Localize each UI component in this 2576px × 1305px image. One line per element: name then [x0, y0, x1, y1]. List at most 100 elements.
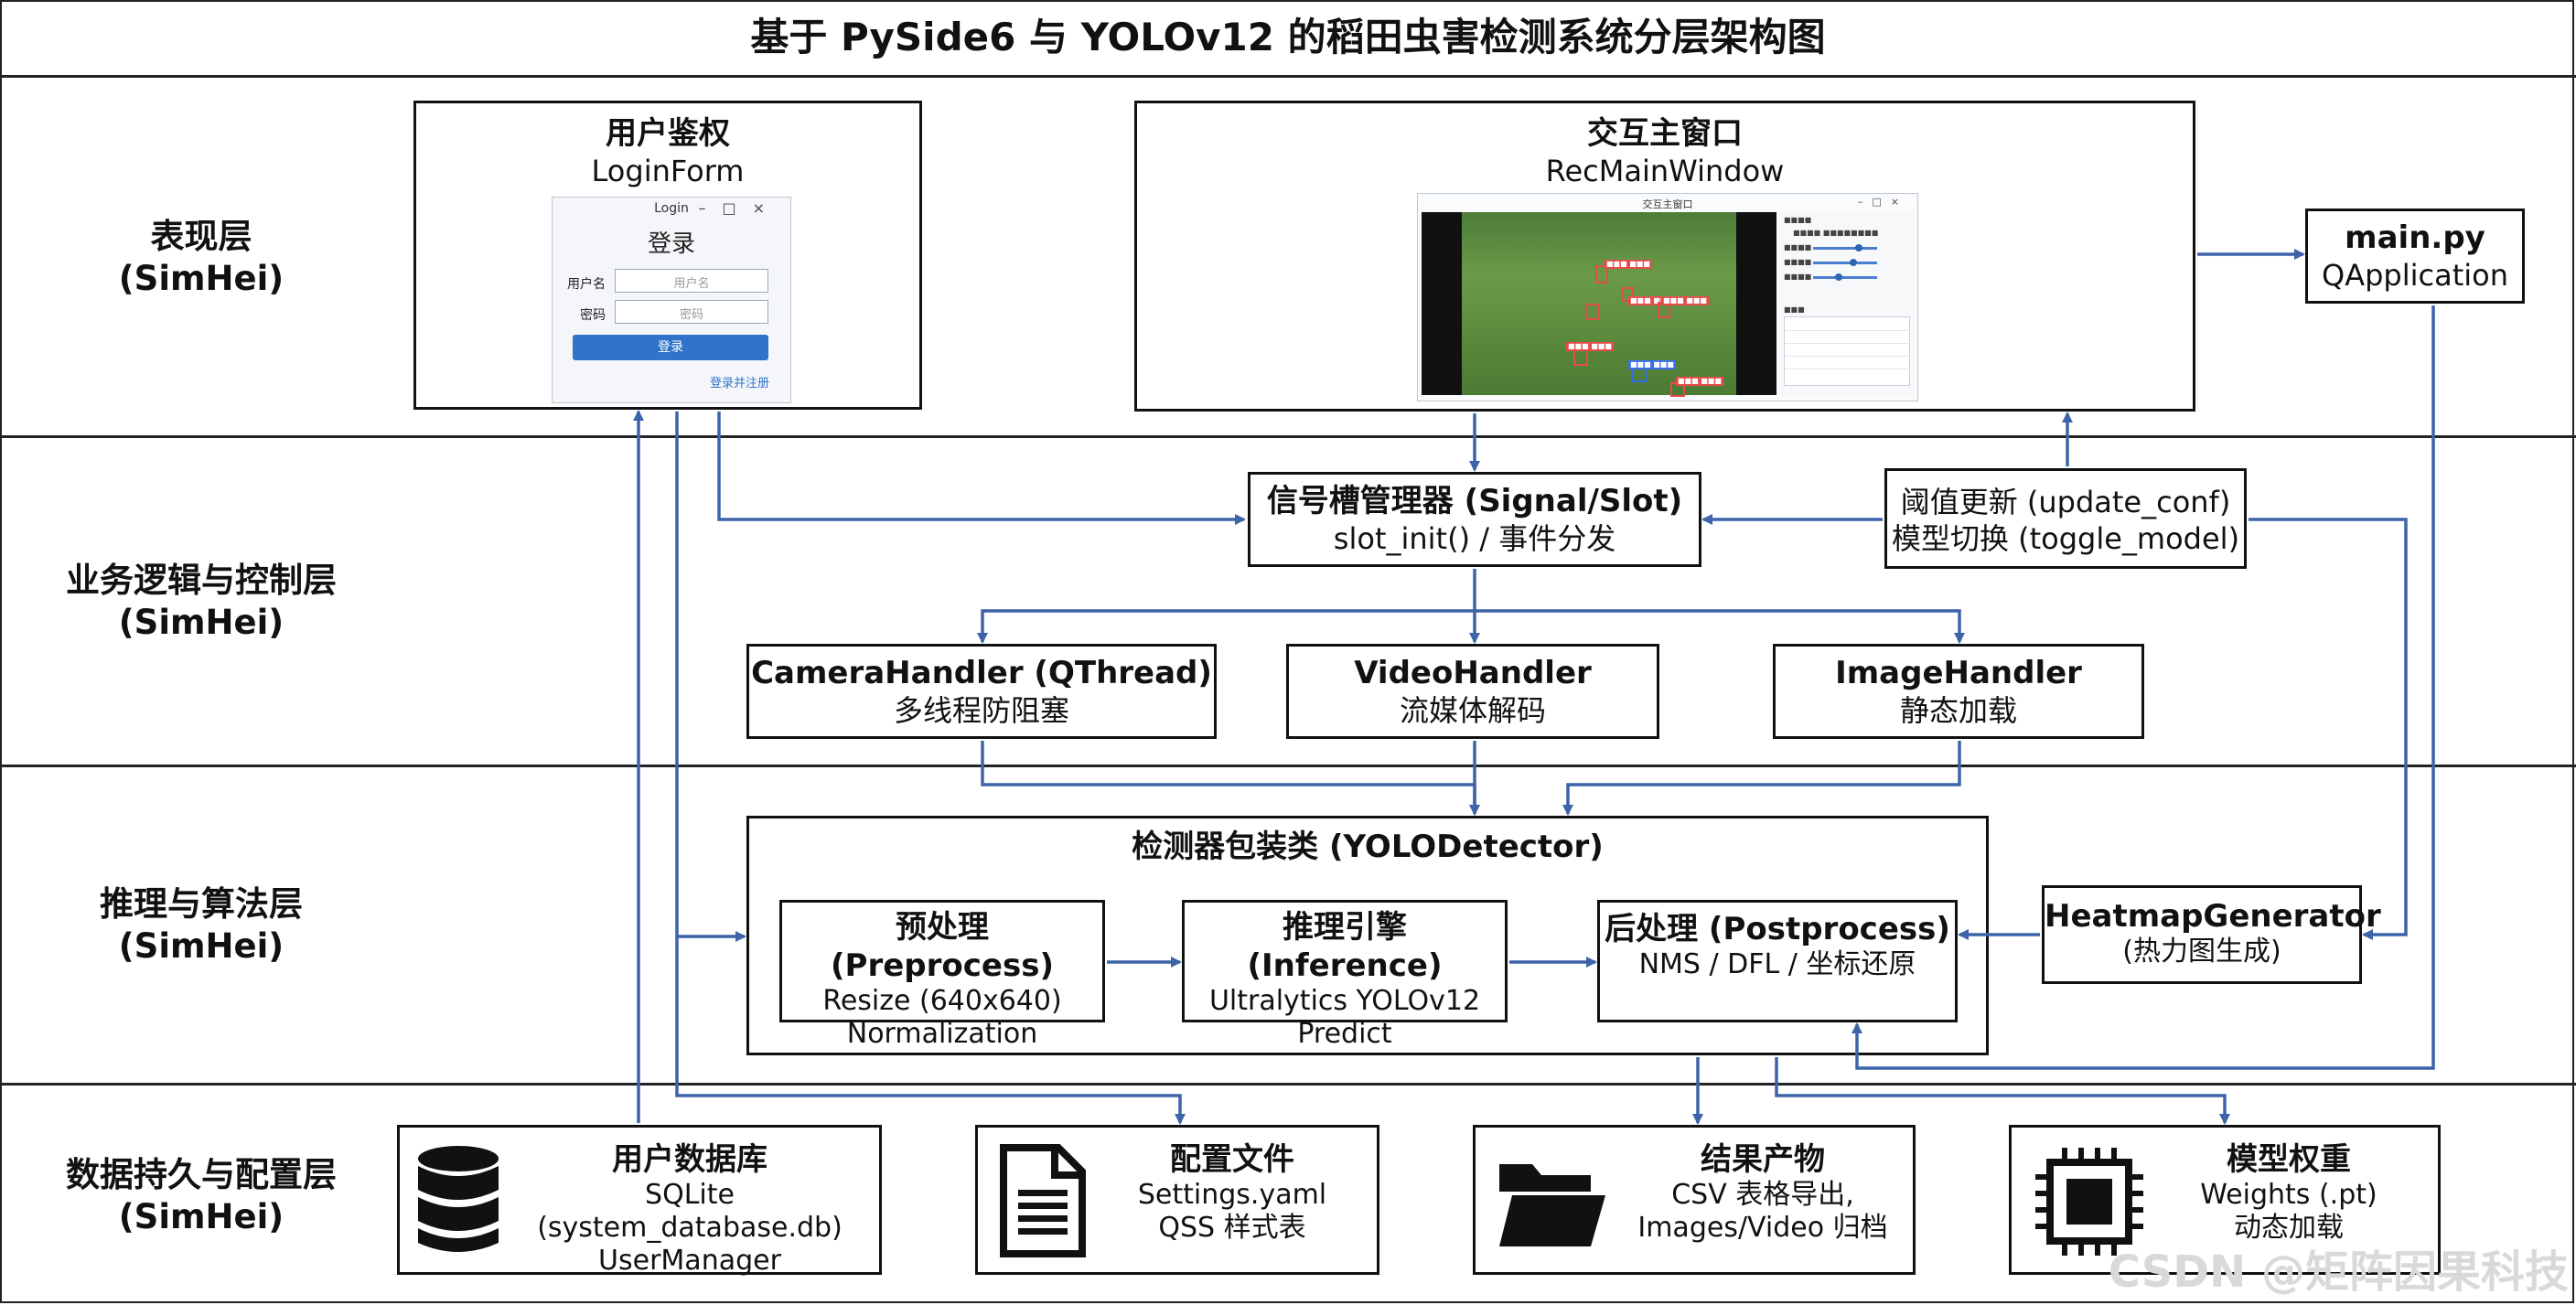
panel-results-label: ■■■: [1784, 305, 1805, 314]
detection-box: [1621, 287, 1634, 302]
layer-font: (SimHei): [118, 603, 284, 642]
diagram-title: 基于 PySide6 与 YOLOv12 的稻田虫害检测系统分层架构图: [750, 15, 1826, 59]
detection-box: [1586, 304, 1599, 320]
signal-slot-box: 信号槽管理器 (Signal/Slot) slot_init() / 事件分发: [1248, 472, 1701, 567]
preprocess-box: 预处理 (Preprocess) Resize (640x640) Normal…: [779, 900, 1105, 1050]
username-input[interactable]: 用户名: [615, 269, 768, 293]
detection-label: ■■■ ■■■: [1676, 377, 1723, 386]
layer-divider: [0, 75, 2576, 78]
main-window-box: 交互主窗口 RecMainWindow 交互主窗口 –□× ■■■ ■■■ ■■…: [1134, 101, 2195, 412]
layer-divider: [0, 435, 2576, 438]
window-controls: –□×: [698, 199, 781, 217]
slider-knob[interactable]: [1850, 259, 1857, 266]
results-archive: Images/Video 归档: [1637, 1212, 1888, 1244]
arrow-image-to-detector: [1562, 741, 1961, 816]
table-row: [1785, 330, 1909, 331]
signal-slot-subtitle: slot_init() / 事件分发: [1333, 521, 1616, 556]
postprocess-box: 后处理 (Postprocess) NMS / DFL / 坐标还原: [1597, 900, 1958, 1022]
image-handler-subtitle: 静态加载: [1899, 693, 2017, 728]
layer-name: 业务逻辑与控制层: [66, 561, 337, 600]
panel-step-label: ■■■■: [1784, 273, 1812, 281]
main-window-subtitle: RecMainWindow: [1545, 154, 1785, 188]
control-panel: ■■■■ ■■■■ ■■■■■■■■ ■■■■ ■■■■ ■■■■ ■■■: [1780, 212, 1916, 395]
watermark: CSDN @矩阵因果科技: [2108, 1246, 2569, 1298]
login-window: Login –□× 登录 用户名 用户名 密码 密码 登录 登录并注册: [552, 197, 791, 403]
config-settings: Settings.yaml: [1137, 1179, 1327, 1211]
table-row: [1785, 356, 1909, 357]
auth-box: 用户鉴权 LoginForm Login –□× 登录 用户名 用户名 密码 密…: [413, 101, 922, 410]
config-title: 配置文件: [1170, 1141, 1294, 1178]
arrow-signal-to-image: [1475, 609, 1965, 644]
arrow-to-config: [675, 936, 1186, 1125]
step-slider[interactable]: [1813, 276, 1877, 279]
auth-title: 用户鉴权: [606, 115, 730, 152]
arrow-login-to-detector: [675, 412, 746, 942]
layer-font: (SimHei): [118, 926, 284, 966]
config-qss: QSS 样式表: [1158, 1212, 1306, 1244]
username-label: 用户名: [567, 277, 606, 292]
preprocess-resize: Resize (640x640): [822, 985, 1062, 1017]
user-db-box: 用户数据库 SQLite (system_database.db) UserMa…: [397, 1125, 882, 1277]
detection-label: ■■■ ■■: [1628, 296, 1669, 305]
inference-title: 推理引擎 (Inference): [1247, 909, 1443, 984]
detection-label: ■■■ ■■■: [1566, 342, 1614, 351]
main-window-screenshot: 交互主窗口 –□× ■■■ ■■■ ■■■ ■■ ■■■ ■■■ ■■■ ■■■…: [1417, 193, 1918, 401]
conf-slider[interactable]: [1813, 247, 1877, 250]
detection-label: ■■■ ■■■: [1661, 296, 1709, 305]
results-box: 结果产物 CSV 表格导出, Images/Video 归档: [1473, 1125, 1916, 1275]
password-input[interactable]: 密码: [615, 300, 768, 324]
window-controls: –□×: [1857, 196, 1908, 208]
register-link[interactable]: 登录并注册: [710, 377, 770, 390]
detection-label: ■■■ ■■■: [1605, 260, 1652, 269]
login-button[interactable]: 登录: [573, 335, 768, 360]
slider-knob[interactable]: [1835, 273, 1842, 281]
detector-title: 检测器包装类 (YOLODetector): [1132, 829, 1604, 865]
toggle-model-text: 模型切换 (toggle_model): [1891, 521, 2240, 556]
video-handler-title: VideoHandler: [1354, 655, 1592, 691]
update-box: 阈值更新 (update_conf) 模型切换 (toggle_model): [1884, 468, 2247, 569]
panel-conf-label: ■■■■: [1784, 243, 1812, 251]
camera-handler-title: CameraHandler (QThread): [751, 655, 1212, 691]
inference-box: 推理引擎 (Inference) Ultralytics YOLOv12 Pre…: [1182, 900, 1508, 1050]
layer-divider: [0, 1083, 2576, 1086]
auth-subtitle: LoginForm: [591, 154, 745, 188]
login-heading: 登录: [647, 230, 695, 258]
heatmap-subtitle: (热力图生成): [2122, 936, 2281, 968]
detection-label: ■■■ ■■■: [1628, 360, 1676, 369]
image-handler-box: ImageHandler 静态加载: [1773, 644, 2144, 739]
config-box: 配置文件 Settings.yaml QSS 样式表: [975, 1125, 1379, 1275]
layer-font: (SimHei): [118, 1197, 284, 1236]
user-db-title: 用户数据库: [612, 1141, 767, 1178]
preprocess-title: 预处理 (Preprocess): [831, 909, 1054, 984]
arrow-app-to-post: [1852, 305, 2435, 1070]
layer-name: 表现层: [150, 217, 252, 256]
weights-dynamic: 动态加载: [2234, 1212, 2344, 1244]
panel-iou-label: ■■■■: [1784, 258, 1812, 266]
iou-slider[interactable]: [1813, 262, 1877, 264]
detection-box: [1595, 265, 1608, 283]
layer-label-control: 业务逻辑与控制层 (SimHei): [18, 560, 384, 644]
preprocess-normalization: Normalization: [846, 1018, 1038, 1050]
results-title: 结果产物: [1701, 1141, 1825, 1178]
slider-knob[interactable]: [1855, 244, 1862, 251]
image-handler-title: ImageHandler: [1835, 655, 2082, 691]
main-window-screenshot-title: 交互主窗口: [1642, 198, 1693, 210]
postprocess-steps: NMS / DFL / 坐标还原: [1638, 948, 1916, 980]
folder-icon: [1499, 1164, 1605, 1246]
app-title: main.py: [2345, 219, 2485, 256]
results-table[interactable]: [1784, 316, 1910, 386]
arrow-detector-to-weights: [1775, 1057, 2230, 1125]
layer-name: 推理与算法层: [100, 884, 303, 924]
arrow-signal-to-camera: [977, 609, 1475, 644]
layer-label-inference: 推理与算法层 (SimHei): [18, 883, 384, 968]
postprocess-title: 后处理 (Postprocess): [1605, 911, 1950, 947]
table-row: [1785, 343, 1909, 344]
video-handler-box: VideoHandler 流媒体解码: [1286, 644, 1659, 739]
main-window-title: 交互主窗口: [1587, 115, 1743, 152]
heatmap-title: HeatmapGenerator: [2045, 898, 2381, 935]
layer-font: (SimHei): [118, 259, 284, 298]
chip-icon: [2035, 1148, 2143, 1256]
inference-predict: Predict: [1297, 1018, 1392, 1050]
user-db-sqlite: SQLite (system_database.db): [537, 1179, 843, 1244]
